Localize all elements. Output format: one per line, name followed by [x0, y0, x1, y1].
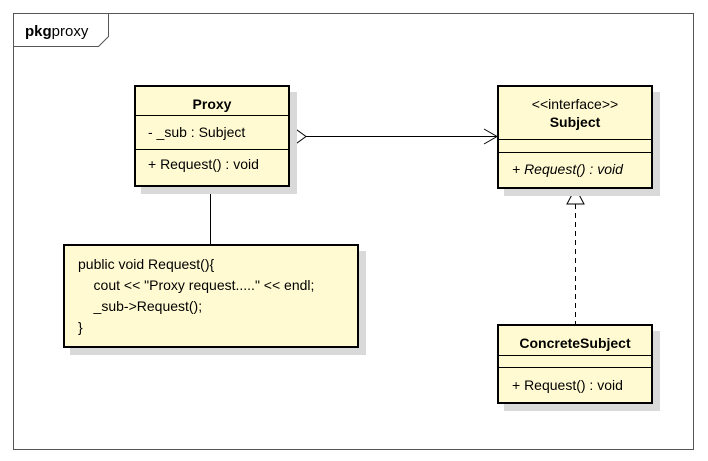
class-proxy-attribute: - _sub : Subject [148, 124, 246, 140]
note-line: public void Request(){ [78, 256, 215, 272]
class-proxy-attributes: - _sub : Subject [136, 115, 288, 149]
interface-subject-operations: + Request() : void [499, 152, 651, 178]
note-body: public void Request(){ cout << "Proxy re… [65, 246, 357, 338]
class-concrete-subject-name: ConcreteSubject [519, 335, 631, 351]
interface-subject-attributes [499, 139, 651, 152]
note-line: _sub->Request(); [78, 298, 203, 314]
note[interactable]: public void Request(){ cout << "Proxy re… [63, 244, 359, 348]
interface-subject-operation: + Request() : void [512, 161, 623, 177]
interface-subject-name: Subject [549, 114, 601, 130]
class-proxy-operations: + Request() : void [136, 149, 288, 173]
interface-subject[interactable]: <<interface>> Subject + Request() : void [497, 85, 653, 189]
class-proxy-operation: + Request() : void [148, 156, 259, 172]
class-proxy-name: Proxy [192, 96, 232, 112]
note-line: } [78, 319, 83, 335]
package-keyword: pkg [25, 23, 52, 40]
class-concrete-subject-operation: + Request() : void [512, 377, 623, 393]
realization-triangle-icon [566, 186, 585, 205]
class-proxy[interactable]: Proxy - _sub : Subject + Request() : voi… [134, 85, 290, 187]
note-line: cout << "Proxy request....." << endl; [78, 277, 315, 293]
interface-subject-stereotype: <<interface>> [531, 96, 619, 112]
package-name: proxy [51, 23, 89, 40]
class-concrete-subject[interactable]: ConcreteSubject + Request() : void [497, 324, 653, 404]
class-concrete-subject-operations: + Request() : void [499, 367, 651, 394]
class-concrete-subject-attributes [499, 355, 651, 367]
package-label: pkgproxy [25, 23, 88, 40]
